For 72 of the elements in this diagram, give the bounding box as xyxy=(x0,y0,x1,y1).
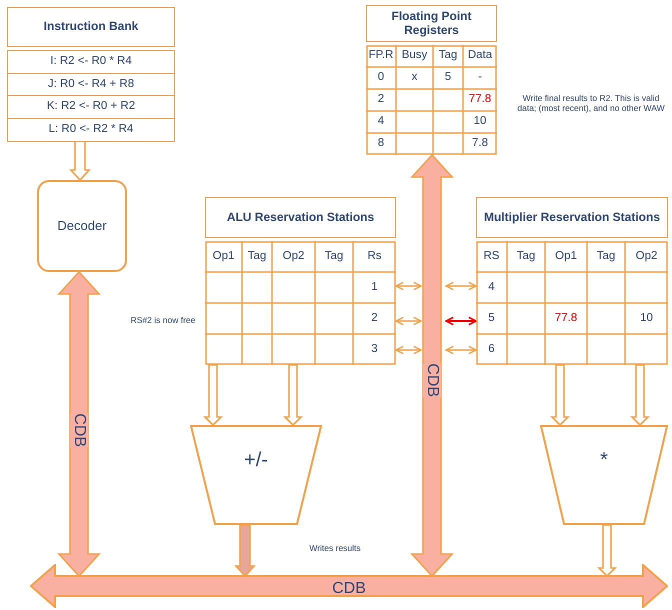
edge-label: CDB xyxy=(422,363,442,397)
bus-label: CDB xyxy=(332,580,366,598)
instruction-text: K: R2 <- R0 + R2 xyxy=(46,100,136,114)
column-header: Tag xyxy=(516,250,536,264)
arrow xyxy=(283,364,303,426)
instruction-text: I: R2 <- R0 * R4 xyxy=(50,55,132,69)
column-header: Tag xyxy=(248,250,266,264)
instruction-text: J: R0 <- R4 + R8 xyxy=(48,78,134,92)
instruction-bank-table xyxy=(7,7,175,140)
multiplier-unit xyxy=(540,425,668,525)
adder-unit xyxy=(190,425,322,525)
table-value: 7.8 xyxy=(472,137,488,151)
table-value: 6 xyxy=(488,342,495,356)
table-value: x xyxy=(412,71,418,85)
column-header: Rs xyxy=(367,250,382,264)
bus-arrow xyxy=(57,270,101,578)
double-arrow xyxy=(395,316,422,326)
column-header: Op2 xyxy=(636,250,658,264)
table-title: Instruction Bank xyxy=(44,20,138,34)
table-value: 2 xyxy=(371,312,378,326)
table-value: 77.8 xyxy=(468,93,492,107)
table-value: 5 xyxy=(488,312,495,326)
table-value: 0 xyxy=(378,71,384,85)
table-value: 3 xyxy=(371,342,378,356)
reservation-station-table xyxy=(205,197,396,365)
column-header: Data xyxy=(468,49,492,63)
double-arrow xyxy=(445,316,477,326)
arrow xyxy=(203,364,223,426)
column-header: Tag xyxy=(438,49,458,63)
arrow xyxy=(630,364,650,426)
table-value: 1 xyxy=(371,280,378,294)
note-text: RS#2 is now free xyxy=(130,316,196,326)
edge-note: Writes results xyxy=(308,544,362,554)
column-header: Busy xyxy=(402,49,428,63)
reservation-station-table xyxy=(476,197,668,365)
note-text: Write final results to R2. This is valid data; (most recent), and no other WAW xyxy=(516,94,666,114)
column-header: Tag xyxy=(596,250,616,264)
table-value: 2 xyxy=(378,93,384,107)
table-value: 8 xyxy=(378,137,384,151)
column-header: Tag xyxy=(324,250,344,264)
column-header: Op1 xyxy=(212,250,234,264)
register-table xyxy=(366,5,497,155)
bus-arrow xyxy=(30,564,668,608)
arrow xyxy=(234,524,256,578)
edge-label: CDB xyxy=(70,413,88,447)
bus-arrow xyxy=(410,154,454,578)
table-title: Multiplier Reservation Stations xyxy=(484,210,660,224)
column-header: Op2 xyxy=(282,250,304,264)
unit-label: +/- xyxy=(244,448,268,472)
table-value: - xyxy=(478,71,482,85)
column-header: FP.R xyxy=(368,49,394,63)
column-header: RS xyxy=(484,250,500,264)
table-value: 4 xyxy=(488,280,495,294)
decoder-box xyxy=(37,180,127,272)
arrow xyxy=(69,139,91,182)
unit-label: * xyxy=(600,448,608,472)
double-arrow xyxy=(395,282,422,290)
double-arrow xyxy=(445,346,477,354)
table-value: 4 xyxy=(378,115,384,129)
instruction-text: L: R0 <- R2 * R4 xyxy=(48,122,134,136)
double-arrow xyxy=(445,282,477,290)
table-title: ALU Reservation Stations xyxy=(226,210,374,224)
unit-label: Decoder xyxy=(57,218,107,234)
column-header: Op1 xyxy=(555,250,577,264)
double-arrow xyxy=(395,346,422,354)
table-value: 77.8 xyxy=(554,312,578,326)
arrow xyxy=(550,364,570,426)
table-value: 5 xyxy=(444,71,452,85)
table-title: Floating Point Registers xyxy=(390,10,472,38)
table-value: 10 xyxy=(474,115,486,129)
arrow xyxy=(597,524,617,578)
table-value: 10 xyxy=(640,312,653,326)
